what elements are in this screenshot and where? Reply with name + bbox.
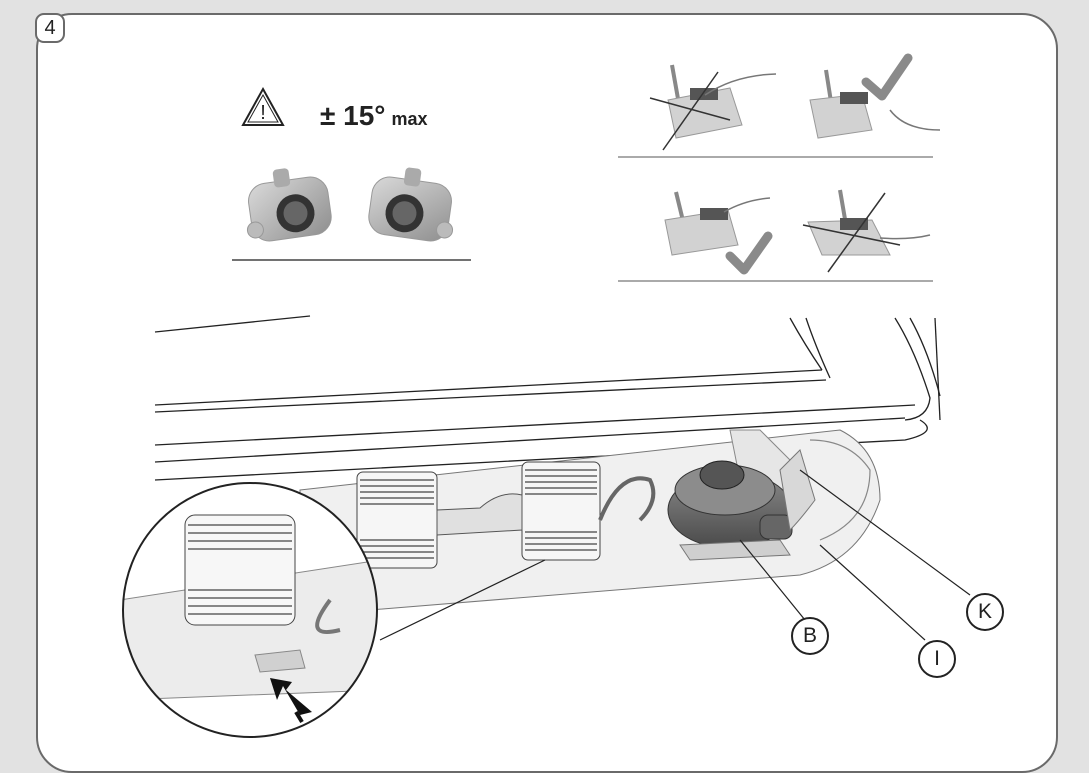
warning-triangle-icon: ! xyxy=(241,86,285,126)
callout-b: B xyxy=(791,617,829,655)
magnifier-leader xyxy=(379,559,546,641)
callout-k: K xyxy=(966,593,1004,631)
pump-tilted-left xyxy=(246,168,332,242)
tilt-value: ± 15° xyxy=(320,100,386,131)
tilt-limit-label: ± 15°max xyxy=(320,100,428,132)
coil-bridge xyxy=(436,493,523,536)
tilt-unit: max xyxy=(391,109,428,129)
orientation-correct-2 xyxy=(664,191,773,275)
leader-b xyxy=(739,539,806,621)
insert-arrow-icon xyxy=(270,678,312,715)
svg-text:!: ! xyxy=(260,102,266,124)
coil-left xyxy=(356,471,438,569)
hose-clip xyxy=(779,449,816,532)
orientation-wrong-1 xyxy=(649,64,777,151)
pump-tilted-right xyxy=(368,167,454,242)
magnifier-detail xyxy=(122,482,378,738)
coil-right xyxy=(521,461,601,561)
step-number-badge: 4 xyxy=(35,13,65,43)
orientation-correct-1 xyxy=(809,53,941,139)
leader-i xyxy=(819,544,926,641)
orientation-wrong-2 xyxy=(802,189,931,273)
condensate-pump xyxy=(598,460,793,561)
leader-k xyxy=(799,469,971,596)
installation-illustration xyxy=(122,53,971,738)
callout-i: I xyxy=(918,640,956,678)
